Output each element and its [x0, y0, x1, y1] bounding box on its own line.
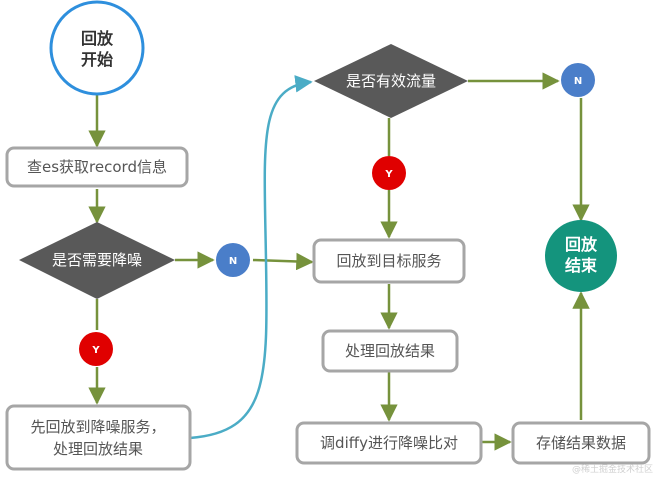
- need-denoise-decision: [19, 222, 175, 299]
- valid-traffic-decision: [314, 44, 468, 118]
- replay-denoise-box: [5, 404, 192, 471]
- start-node: [49, 0, 145, 96]
- valid-yes-label: Y: [384, 169, 393, 180]
- replay-denoise-label-line1: 先回放到降噪服务，: [30, 418, 165, 436]
- replay-target-box: [312, 238, 466, 284]
- start-label-line2: 开始: [81, 50, 113, 69]
- end-label-line2: 结束: [564, 256, 598, 275]
- denoise-no-badge: [216, 243, 250, 277]
- connectors: [88, 72, 590, 451]
- start-label-line1: 回放: [81, 29, 114, 48]
- replay-target-label: 回放到目标服务: [336, 252, 441, 270]
- store-result-box: [511, 421, 651, 465]
- arrow-n-to-replay-target: [252, 252, 314, 271]
- valid-yes-badge: [372, 156, 406, 190]
- process-result-box: [321, 329, 459, 373]
- denoise-yes-label: Y: [91, 345, 100, 356]
- query-es-box: [5, 146, 189, 188]
- store-result-label: 存储结果数据: [536, 434, 626, 452]
- query-es-label: 查es获取record信息: [27, 158, 167, 176]
- denoise-yes-badge: [79, 332, 113, 366]
- valid-traffic-label: 是否有效流量: [346, 72, 436, 90]
- valid-no-badge: [561, 63, 595, 97]
- end-label-line1: 回放: [565, 235, 598, 254]
- need-denoise-label: 是否需要降噪: [52, 251, 142, 269]
- valid-no-label: N: [574, 76, 582, 87]
- arrow-replay-denoise-to-valid: [189, 75, 313, 440]
- replay-denoise-label-line2: 处理回放结果: [53, 440, 143, 458]
- diffy-compare-box: [295, 421, 483, 465]
- diffy-compare-label: 调diffy进行降噪比对: [320, 434, 458, 452]
- denoise-no-label: N: [229, 256, 237, 267]
- end-node: [545, 220, 617, 292]
- process-result-label: 处理回放结果: [345, 342, 435, 360]
- watermark: @稀土掘金技术社区: [572, 463, 653, 475]
